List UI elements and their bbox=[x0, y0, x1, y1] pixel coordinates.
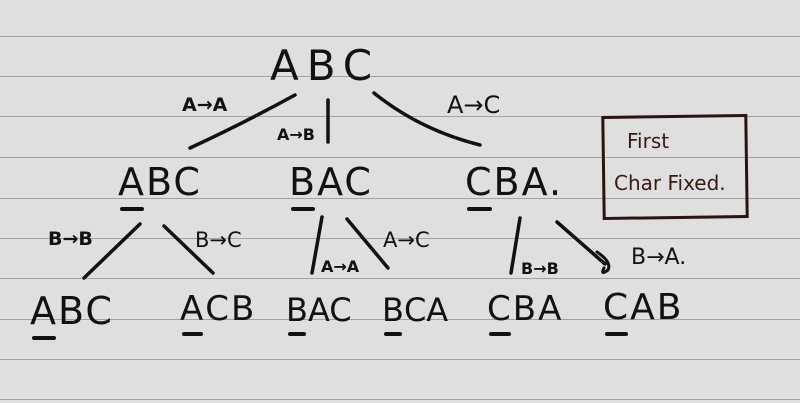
rule-line bbox=[0, 399, 800, 400]
note-line-1: First bbox=[627, 129, 670, 153]
node-l2-cba: CBA bbox=[487, 289, 564, 336]
edge-cba-to-cab bbox=[555, 220, 607, 266]
note-line-2: Char Fixed. bbox=[614, 171, 726, 195]
node-l2-bac: BAC bbox=[286, 291, 352, 336]
rest-chars: AB bbox=[630, 287, 684, 328]
rest-chars: BC bbox=[58, 289, 114, 333]
edge-abc-to-acb bbox=[162, 224, 215, 275]
node-root-label: ABC bbox=[270, 41, 381, 90]
rule-line bbox=[0, 278, 800, 279]
rule-line bbox=[0, 359, 800, 360]
rule-line bbox=[0, 319, 800, 320]
fixed-char: B bbox=[286, 291, 308, 336]
edge-label-b-to-c: B→C bbox=[195, 228, 242, 252]
rule-line bbox=[0, 238, 800, 239]
rest-chars: BA bbox=[512, 289, 564, 329]
node-l2-acb: ACB bbox=[180, 289, 257, 336]
rule-line bbox=[0, 198, 800, 199]
rest-chars: CA bbox=[403, 291, 449, 329]
edge-cba-to-cba bbox=[509, 216, 522, 275]
rule-line bbox=[0, 116, 800, 117]
edge-label-b-to-b: B→B bbox=[48, 228, 93, 250]
node-l1-cba: CBA. bbox=[465, 160, 564, 211]
node-l1-abc: ABC bbox=[118, 160, 202, 211]
arrow-hook-icon bbox=[595, 250, 611, 275]
note-box bbox=[601, 113, 749, 221]
fixed-char: C bbox=[465, 160, 494, 211]
rest-chars: AC bbox=[307, 291, 352, 329]
edge-label-a-to-a-2: A→A bbox=[321, 257, 360, 276]
edge-bac-to-bca bbox=[345, 217, 390, 270]
rule-line bbox=[0, 36, 800, 37]
fixed-char: A bbox=[118, 160, 146, 211]
edge-root-to-abc bbox=[188, 93, 297, 150]
node-l2-bca: BCA bbox=[382, 291, 449, 336]
fixed-char: C bbox=[603, 287, 631, 336]
edge-label-a-to-b: A→B bbox=[277, 125, 315, 144]
edge-root-to-cba bbox=[372, 91, 482, 147]
node-l1-bac: BAC bbox=[289, 160, 373, 211]
rule-line bbox=[0, 157, 800, 158]
edge-bac-to-bac bbox=[310, 215, 324, 275]
rest-chars: BA. bbox=[493, 160, 564, 204]
edge-label-a-to-c-2: A→C bbox=[383, 228, 430, 252]
edge-abc-to-abc bbox=[82, 222, 142, 280]
edge-label-a-to-c: A→C bbox=[447, 91, 501, 119]
node-l2-abc: ABC bbox=[30, 289, 114, 340]
fixed-char: A bbox=[30, 289, 58, 340]
fixed-char: C bbox=[487, 289, 513, 336]
rest-chars: AC bbox=[317, 160, 373, 204]
fixed-char: B bbox=[382, 291, 404, 336]
rule-line bbox=[0, 76, 800, 77]
fixed-char: B bbox=[289, 160, 318, 211]
edge-label-b-to-a: B→A. bbox=[631, 245, 687, 270]
rest-chars: CB bbox=[205, 289, 257, 329]
edge-label-a-to-a: A→A bbox=[182, 94, 228, 116]
fixed-char: A bbox=[180, 289, 206, 336]
node-l2-cab: CAB bbox=[603, 287, 684, 336]
rest-chars: BC bbox=[146, 160, 202, 204]
node-root: ABC bbox=[270, 45, 380, 87]
edge-label-b-to-b-2: B→B bbox=[521, 259, 559, 278]
